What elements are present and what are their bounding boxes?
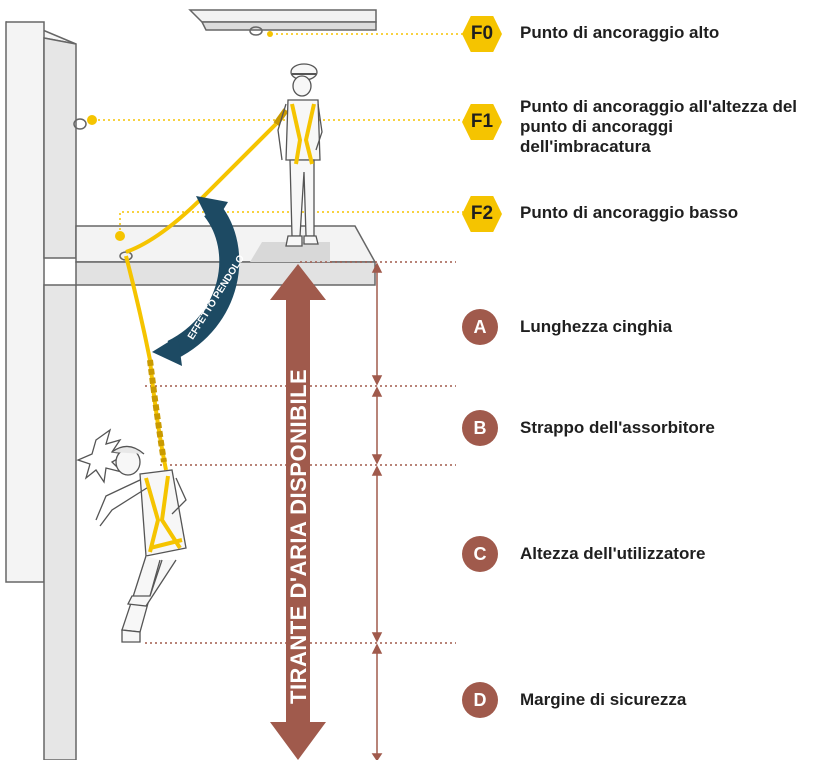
badge-c: C [462,536,498,572]
label-f1: Punto di ancoraggio all'altezza del punt… [520,97,798,156]
badge-d: D [462,682,498,718]
label-d: Margine di sicurezza [520,690,687,709]
standing-worker [277,63,323,247]
badge-f0: F0 [462,16,502,52]
pendulum-arrow [152,196,240,366]
anchor-ring-f1 [73,115,97,130]
label-a: Lunghezza cinghia [520,317,673,336]
lanyard-upper [125,108,289,254]
dimension-lines [371,262,383,760]
lanyard-lower [124,255,168,471]
badge-a: A [462,309,498,345]
badge-b: B [462,410,498,446]
badge-f2: F2 [462,196,502,232]
clearance-arrow-label: TIRANTE D'ARIA DISPONIBILE [286,368,311,704]
label-f2: Punto di ancoraggio basso [520,203,739,222]
ceiling-beam [188,9,377,37]
clearance-arrow [270,264,326,760]
label-c: Altezza dell'utilizzatore [520,544,706,563]
fallen-worker [76,428,187,643]
label-b: Strappo dell'assorbitore [520,418,715,437]
label-f0: Punto di ancoraggio alto [520,23,720,42]
wall [5,21,77,760]
badge-f1: F1 [462,104,502,140]
leader-lines [98,33,466,230]
